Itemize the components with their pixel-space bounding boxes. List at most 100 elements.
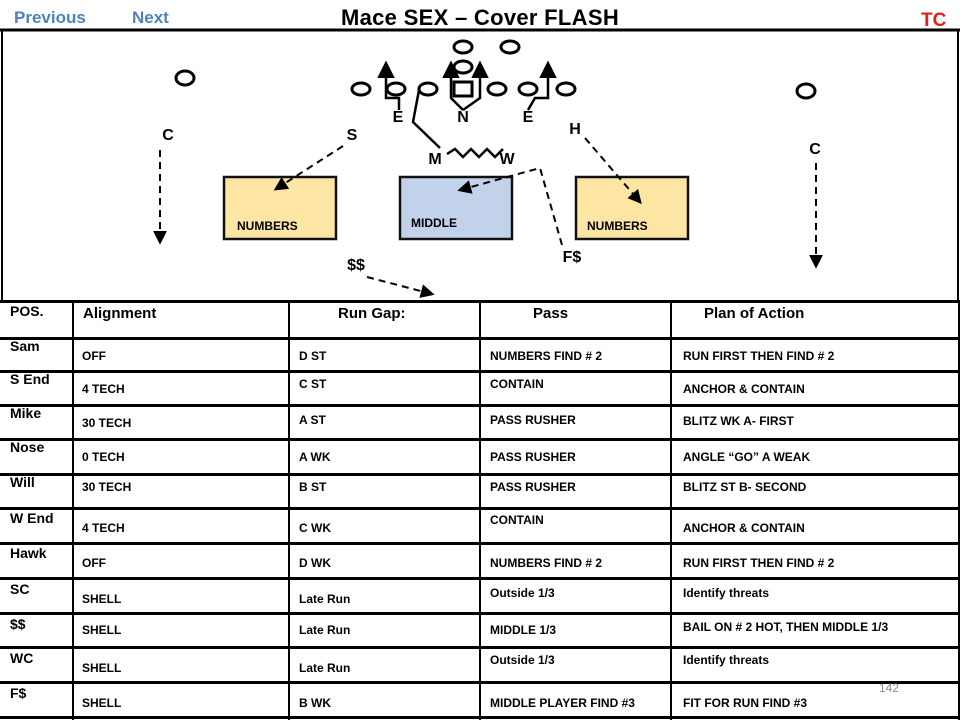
table-row-line [0, 507, 960, 510]
row-pass-cell: NUMBERS FIND # 2 [490, 349, 603, 363]
row-pass-cell: MIDDLE 1/3 [490, 623, 557, 637]
receiver-icon [174, 69, 196, 87]
defender-w: W [499, 151, 515, 168]
row-run-gap-cell: B ST [299, 480, 327, 494]
middle-zone-label: MIDDLE [411, 216, 457, 230]
row-alignment-cell: 4 TECH [82, 521, 125, 535]
hawk-drop-arrow [584, 137, 642, 205]
row-plan-cell: ANCHOR & CONTAIN [683, 521, 805, 535]
table-row-line [0, 404, 960, 407]
row-run-gap-cell: A WK [299, 450, 331, 464]
numbers-zone-left-label: NUMBERS [237, 219, 298, 233]
table-row-line [0, 438, 960, 441]
row-pass-cell: MIDDLE PLAYER FIND #3 [490, 696, 635, 710]
end-rush-arrow [526, 60, 557, 111]
table-row-line [0, 370, 960, 373]
slide-number: 142 [879, 681, 900, 695]
row-position-label: F$ [10, 685, 27, 701]
free-safety-fit-arrow [457, 166, 563, 246]
header-alignment: Alignment [83, 305, 157, 322]
offense-lineman-icon [517, 81, 539, 97]
strong-safety-bail-arrow [366, 276, 435, 298]
tc-badge: TC [921, 10, 947, 31]
row-alignment-cell: SHELL [82, 696, 122, 710]
numbers-zone-right [574, 175, 690, 241]
table-row-line [0, 473, 960, 476]
play-diagram: E N E H C S M W C F$ $$ NUMBERS MIDDLE N… [0, 28, 960, 300]
row-pass-cell: PASS RUSHER [490, 450, 576, 464]
header-pos: POS. [10, 303, 44, 319]
table-column-divider [72, 301, 74, 720]
row-plan-cell: BAIL ON # 2 HOT, THEN MIDDLE 1/3 [683, 620, 889, 634]
table-row-line [0, 612, 960, 615]
row-pass-cell: Outside 1/3 [490, 586, 555, 600]
header-run-gap: Run Gap: [338, 305, 406, 322]
numbers-zone-right-label: NUMBERS [587, 219, 648, 233]
row-alignment-cell: 0 TECH [82, 450, 125, 464]
row-position-label: SC [10, 581, 30, 597]
defender-s: S [347, 127, 358, 144]
row-run-gap-cell: Late Run [299, 623, 351, 637]
will-blitz-squiggle [446, 147, 504, 159]
defender-c-left: C [162, 127, 174, 144]
nose-rush-arrow [462, 60, 489, 112]
row-run-gap-cell: A ST [299, 413, 326, 427]
defender-e-right: E [523, 109, 534, 126]
table-row-line [0, 542, 960, 545]
row-pass-cell: PASS RUSHER [490, 480, 576, 494]
table-column-divider [670, 301, 672, 720]
offense-back-icon [452, 39, 474, 55]
middle-zone [398, 175, 514, 241]
row-pass-cell: Outside 1/3 [490, 653, 555, 667]
defender-h: H [569, 121, 581, 138]
table-row-line [0, 646, 960, 649]
table-right-border [958, 301, 960, 720]
table-column-divider [288, 301, 290, 720]
row-alignment-cell: 4 TECH [82, 382, 125, 396]
offense-lineman-icon [486, 81, 508, 97]
header-plan-of-action: Plan of Action [704, 305, 805, 322]
row-plan-cell: RUN FIRST THEN FIND # 2 [683, 556, 835, 570]
previous-link[interactable]: Previous [14, 8, 86, 27]
table-row-line [0, 716, 960, 719]
center-square-icon [452, 80, 474, 98]
row-run-gap-cell: D ST [299, 349, 327, 363]
row-position-label: Sam [10, 338, 40, 354]
row-plan-cell: FIT FOR RUN FIND #3 [683, 696, 808, 710]
next-link[interactable]: Next [132, 8, 169, 27]
row-run-gap-cell: C WK [299, 521, 331, 535]
offense-lineman-icon [385, 81, 407, 97]
mike-blitz-line [411, 89, 441, 149]
defender-n: N [457, 109, 469, 126]
row-position-label: W End [10, 510, 54, 526]
row-alignment-cell: SHELL [82, 661, 122, 675]
row-run-gap-cell: Late Run [299, 661, 351, 675]
row-position-label: S End [10, 371, 50, 387]
row-position-label: Will [10, 474, 35, 490]
defender-fs: F$ [563, 249, 582, 266]
row-plan-cell: BLITZ WK A- FIRST [683, 414, 794, 428]
row-pass-cell: CONTAIN [490, 513, 544, 527]
table-row-line [0, 577, 960, 580]
sam-drop-arrow [273, 145, 344, 191]
table-column-divider [479, 301, 481, 720]
row-position-label: Mike [10, 405, 42, 421]
header-pass: Pass [533, 305, 569, 322]
row-alignment-cell: OFF [82, 556, 106, 570]
row-position-label: Hawk [10, 545, 47, 561]
row-position-label: $$ [10, 616, 26, 632]
row-pass-cell: CONTAIN [490, 377, 544, 391]
slide-title: Mace SEX – Cover FLASH [340, 5, 620, 30]
row-pass-cell: PASS RUSHER [490, 413, 576, 427]
row-alignment-cell: SHELL [82, 592, 122, 606]
row-plan-cell: BLITZ ST B- SECOND [683, 480, 807, 494]
table-row-line [0, 681, 960, 684]
row-plan-cell: Identify threats [683, 653, 770, 667]
offense-lineman-icon [555, 81, 577, 97]
row-plan-cell: ANCHOR & CONTAIN [683, 382, 805, 396]
defender-ss: $$ [347, 257, 365, 274]
end-rush-arrow [377, 60, 401, 110]
row-run-gap-cell: C ST [299, 377, 327, 391]
row-plan-cell: Identify threats [683, 586, 770, 600]
row-run-gap-cell: D WK [299, 556, 331, 570]
